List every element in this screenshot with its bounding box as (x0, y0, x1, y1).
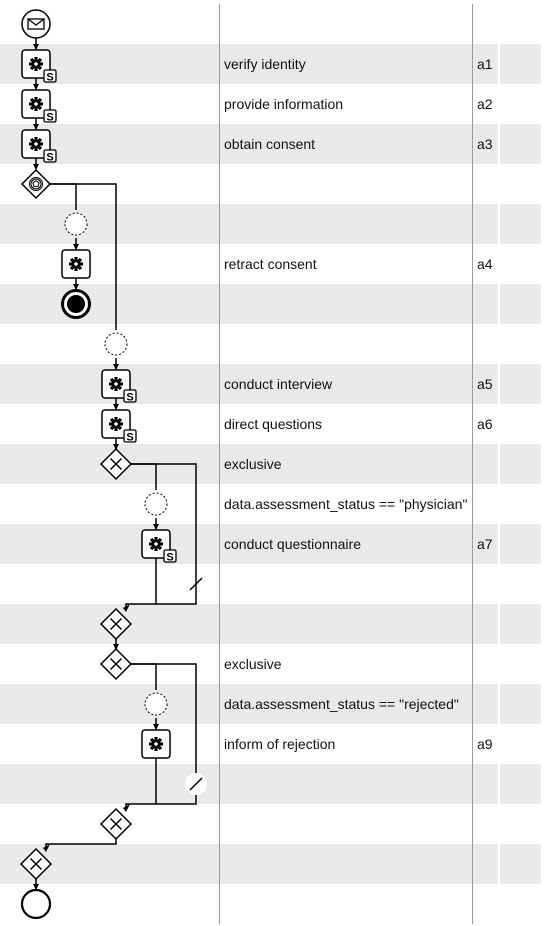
row-stripe (500, 684, 541, 724)
row-label: direct questions (224, 416, 322, 432)
script-marker-letter: S (46, 72, 53, 84)
row-stripe (0, 364, 498, 404)
script-marker-icon (163, 549, 177, 563)
row-stripe (0, 844, 498, 884)
script-marker-letter: S (166, 552, 173, 564)
row-stripe (0, 444, 498, 484)
flow-arrowhead (43, 844, 50, 852)
row-stripe (500, 524, 541, 564)
row-stripe (500, 444, 541, 484)
service-task-node[interactable]: S (21, 89, 57, 124)
event-based-gateway[interactable] (20, 168, 52, 200)
script-marker-icon (123, 429, 137, 443)
intermediate-catch-event[interactable] (144, 692, 168, 716)
exclusive-gateway-split[interactable] (99, 647, 133, 681)
script-marker-letter: S (46, 152, 53, 164)
gear-icon (109, 377, 123, 391)
row-stripe (0, 44, 498, 84)
gear-icon (29, 137, 43, 151)
gear-icon (29, 97, 43, 111)
script-marker-icon (123, 389, 137, 403)
script-marker-letter: S (126, 432, 133, 444)
row-stripe (500, 44, 541, 84)
terminate-end-event[interactable] (61, 289, 91, 319)
row-id: a2 (477, 96, 493, 112)
row-id: a4 (477, 256, 493, 272)
flow-arrowhead (123, 804, 130, 812)
row-label: conduct interview (224, 376, 333, 392)
row-stripe (0, 604, 498, 644)
intermediate-catch-event[interactable] (104, 332, 128, 356)
task-node[interactable] (61, 249, 91, 279)
row-stripe (500, 364, 541, 404)
row-id: a7 (477, 536, 493, 552)
default-flow-marker (189, 577, 203, 591)
service-task-node[interactable]: S (21, 49, 57, 84)
message-start-event[interactable] (21, 9, 51, 39)
gear-icon (149, 537, 163, 551)
exclusive-gateway-join[interactable] (99, 607, 133, 641)
script-marker-icon (43, 149, 57, 163)
script-marker-letter: S (126, 392, 133, 404)
row-label: data.assessment_status == "rejected" (224, 696, 459, 712)
gear-icon (29, 57, 43, 71)
row-stripe (0, 684, 498, 724)
end-event[interactable] (20, 888, 52, 920)
intermediate-catch-event[interactable] (144, 492, 168, 516)
service-task-node[interactable]: S (101, 369, 137, 404)
row-stripe (500, 284, 541, 324)
service-task-node[interactable]: S (21, 129, 57, 164)
row-id: a9 (477, 736, 493, 752)
gear-icon (69, 257, 83, 271)
exclusive-gateway-split[interactable] (99, 447, 133, 481)
row-label: exclusive (224, 456, 282, 472)
row-label: exclusive (224, 656, 282, 672)
row-stripe (500, 204, 541, 244)
gear-icon (109, 417, 123, 431)
row-id: a3 (477, 136, 493, 152)
row-id: a6 (477, 416, 493, 432)
default-flow-marker (189, 777, 203, 791)
gear-icon (149, 737, 163, 751)
row-id: a5 (477, 376, 493, 392)
row-stripe (0, 524, 498, 564)
service-task-node[interactable]: S (141, 529, 177, 564)
script-marker-letter: S (46, 112, 53, 124)
row-label: conduct questionnaire (224, 536, 361, 552)
row-stripe (500, 124, 541, 164)
script-marker-icon (43, 69, 57, 83)
row-label: verify identity (224, 56, 306, 72)
row-id: a1 (477, 56, 493, 72)
exclusive-gateway-join[interactable] (99, 807, 133, 841)
intermediate-catch-event[interactable] (64, 212, 88, 236)
pentagon-icon (32, 180, 40, 188)
row-label: obtain consent (224, 136, 315, 152)
row-stripe (500, 764, 541, 804)
row-label: retract consent (224, 256, 317, 272)
row-label: data.assessment_status == "physician" (224, 496, 467, 512)
row-label: inform of rejection (224, 736, 335, 752)
exclusive-gateway-join[interactable] (19, 847, 53, 881)
row-stripe (500, 844, 541, 884)
row-stripe (500, 604, 541, 644)
row-stripe (0, 124, 498, 164)
row-label: provide information (224, 96, 343, 112)
service-task-node[interactable]: S (101, 409, 137, 444)
task-node[interactable] (141, 729, 171, 759)
flow-arrowhead (123, 604, 130, 612)
script-marker-icon (43, 109, 57, 123)
row-stripe (0, 764, 498, 804)
